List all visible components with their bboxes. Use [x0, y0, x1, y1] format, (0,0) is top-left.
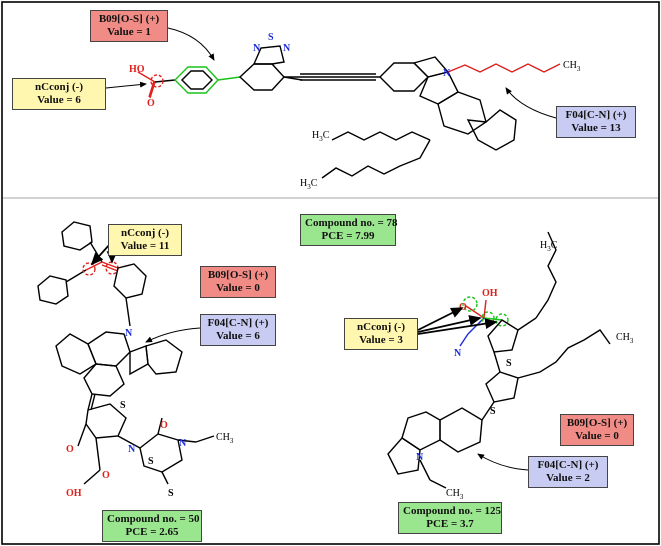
descriptor-name: B09[O-S] (+) [207, 269, 269, 281]
descriptor-value: Value = 6 [37, 94, 81, 106]
atom-n3-50: N [179, 438, 187, 449]
atom-oh-50: OH [66, 488, 82, 499]
descriptor-value: Value = 0 [575, 430, 619, 442]
arrow-f04-125 [477, 453, 529, 471]
atom-n2-50: N [128, 444, 136, 455]
descriptor-box-f04-125: F04[C-N] (+) Value = 2 [528, 456, 608, 488]
atom-s1-50: S [120, 400, 126, 411]
atom-s-78: S [268, 32, 274, 43]
descriptor-value: Value = 1 [107, 26, 151, 38]
atom-n3-78: N [443, 68, 451, 79]
atom-o3-50: O [102, 470, 110, 481]
descriptor-box-b09-125: B09[O-S] (+) Value = 0 [560, 414, 634, 446]
descriptor-box-f04-78: F04[C-N] (+) Value = 13 [556, 106, 636, 138]
compound-pce: PCE = 7.99 [321, 230, 375, 242]
arrow-nconj-125-b [417, 315, 482, 333]
arrow-nconj-125-a [417, 307, 464, 331]
descriptor-name: nCconj (-) [121, 227, 169, 239]
arrow-b09-78 [167, 27, 215, 61]
compound-box-50: Compound no. = 50 PCE = 2.65 [102, 510, 202, 542]
descriptor-value: Value = 11 [120, 240, 170, 252]
atom-ho-78: HO [129, 64, 145, 75]
atom-n-125: N [416, 452, 424, 463]
atom-o-125: O [459, 302, 467, 313]
compound-box-78: Compound no. = 78 PCE = 7.99 [300, 214, 398, 246]
atom-n-50: N [125, 328, 133, 339]
atom-s2-125: S [490, 406, 496, 417]
compound-number: Compound no. = 125 [403, 505, 501, 517]
atom-h3c-78-lower: H3C [300, 178, 318, 191]
atom-ch3-78: CH3 [563, 60, 581, 73]
descriptor-box-b09-50: B09[O-S] (+) Value = 0 [200, 266, 276, 298]
atom-n1-78: N [253, 43, 261, 54]
descriptor-box-nconj-78: nCconj (-) Value = 6 [12, 78, 106, 110]
descriptor-value: Value = 0 [216, 282, 260, 294]
atom-oh-125: OH [482, 288, 498, 299]
atom-s3-50: S [168, 488, 174, 499]
descriptor-name: nCconj (-) [357, 321, 405, 333]
atom-h3c-125: H3C [540, 240, 558, 253]
atom-n-cn-125: N [454, 348, 462, 359]
descriptor-value: Value = 13 [571, 122, 621, 134]
atom-ch3-125-right: CH3 [616, 332, 634, 345]
descriptor-value: Value = 6 [216, 330, 260, 342]
atom-o1-50: O [66, 444, 74, 455]
compound-number: Compound no. = 78 [305, 217, 398, 229]
descriptor-box-b09-78: B09[O-S] (+) Value = 1 [90, 10, 168, 42]
atom-s1-125: S [506, 358, 512, 369]
atom-n2-78: N [283, 43, 291, 54]
descriptor-box-nconj-50: nCconj (-) Value = 11 [108, 224, 182, 256]
arrow-f04-50 [145, 327, 201, 343]
compound-number: Compound no. = 50 [107, 513, 200, 525]
arrow-nconj-125-c [417, 318, 498, 335]
descriptor-value: Value = 3 [359, 334, 403, 346]
descriptor-name: B09[O-S] (+) [98, 13, 160, 25]
compound-box-125: Compound no. = 125 PCE = 3.7 [398, 502, 502, 534]
descriptor-name: F04[C-N] (+) [537, 459, 599, 471]
atom-o2-50: O [160, 420, 168, 431]
descriptor-name: F04[C-N] (+) [565, 109, 627, 121]
atom-ch3-125-bottom: CH3 [446, 488, 464, 501]
atom-s2-50: S [148, 456, 154, 467]
descriptor-box-f04-50: F04[C-N] (+) Value = 6 [200, 314, 276, 346]
descriptor-name: B09[O-S] (+) [566, 417, 628, 429]
compound-50-structure [37, 221, 215, 485]
descriptor-box-nconj-125: nCconj (-) Value = 3 [344, 318, 418, 350]
compound-78-structure [137, 45, 561, 179]
arrow-nconj-50-a [90, 243, 111, 266]
compound-pce: PCE = 3.7 [426, 518, 474, 530]
atom-h3c-78-upper: H3C [312, 130, 330, 143]
arrow-f04-78 [505, 87, 557, 119]
atom-ch3-50: CH3 [216, 432, 234, 445]
compound-125-structure [387, 231, 611, 489]
arrow-nconj-78 [105, 81, 147, 89]
descriptor-name: F04[C-N] (+) [207, 317, 269, 329]
descriptor-name: nCconj (-) [35, 81, 83, 93]
atom-o-78: O [147, 98, 155, 109]
descriptor-value: Value = 2 [546, 472, 590, 484]
compound-pce: PCE = 2.65 [125, 526, 179, 538]
